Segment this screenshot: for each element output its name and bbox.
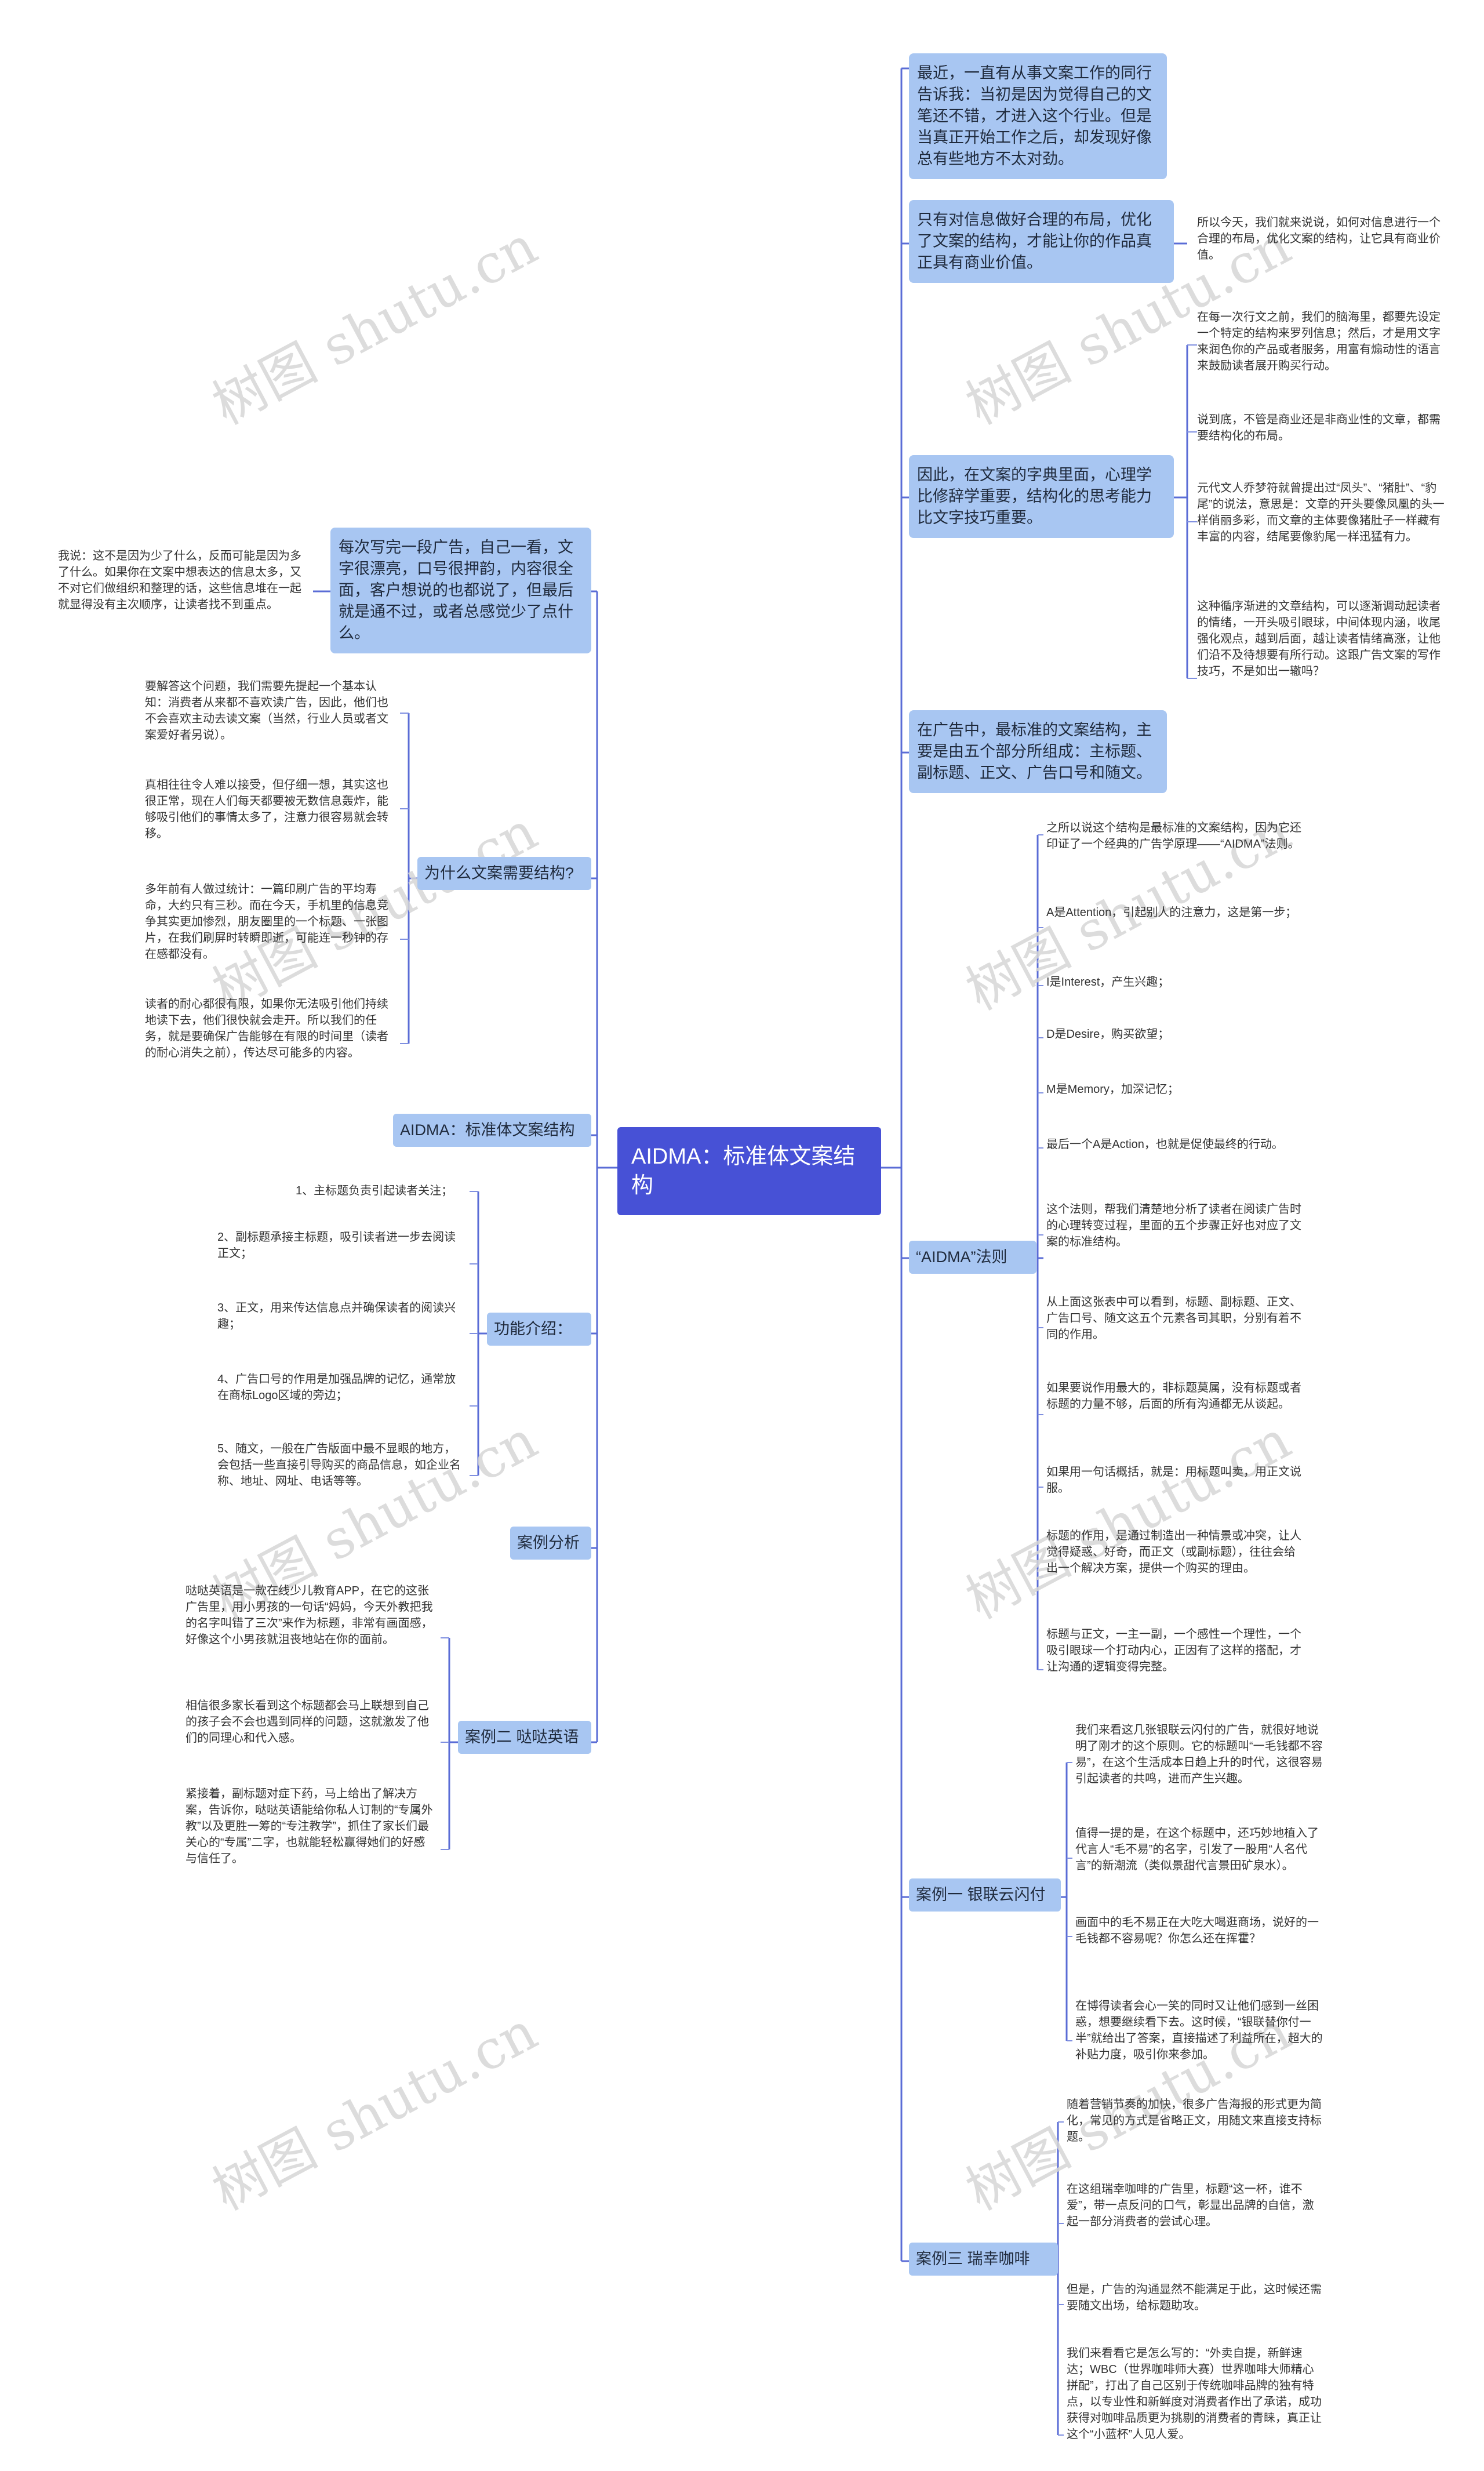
topic-five-parts[interactable]: 在广告中，最标准的文案结构，主要是由五个部分所组成：主标题、副标题、正文、广告口… xyxy=(909,710,1167,793)
watermark: 树图 shutu.cn xyxy=(202,2000,547,2223)
note-aidma-6: 这个法则，帮我们清楚地分析了读者在阅读广告时的心理转变过程，里面的五个步骤正好也… xyxy=(1046,1203,1301,1248)
note-psychology-4: 这种循序渐进的文章结构，可以逐渐调动起读者的情绪，一开头吸引眼球，中间体现内涵，… xyxy=(1197,600,1441,678)
topic-info-layout[interactable]: 只有对信息做好合理的布局，优化了文案的结构，才能让你的作品真正具有商业价值。 xyxy=(909,200,1174,283)
note-functions-2: 3、正文，用来传达信息点并确保读者的阅读兴趣； xyxy=(217,1302,456,1331)
note-case-two-1: 相信很多家长看到这个标题都会马上联想到自己的孩子会不会也遇到同样的问题，这就激发… xyxy=(186,1699,429,1745)
note-why-2: 多年前有人做过统计：一篇印刷广告的平均寿命，大约只有三秒。而在今天，手机里的信息… xyxy=(145,883,388,961)
watermark: 树图 shutu.cn xyxy=(202,214,547,437)
note-aidma-8: 如果要说作用最大的，非标题莫属，没有标题或者标题的力量不够，后面的所有沟通都无从… xyxy=(1046,1382,1301,1411)
note-case-one-3: 在博得读者会心一笑的同时又让他们感到一丝困惑，想要继续看下去。这时候，“银联替你… xyxy=(1075,2000,1323,2061)
root-topic[interactable]: AIDMA：标准体文案结构 xyxy=(617,1127,881,1215)
note-reflection: 我说：这不是因为少了什么，反而可能是因为多了什么。如果你在文案中想表达的信息太多… xyxy=(58,550,301,611)
note-case-two-0: 哒哒英语是一款在线少儿教育APP，在它的这张广告里，用小男孩的一句话“妈妈，今天… xyxy=(186,1585,433,1646)
topic-functions[interactable]: 功能介绍： xyxy=(487,1313,591,1346)
note-functions-0: 1、主标题负责引起读者关注； xyxy=(296,1184,453,1197)
topic-case-analysis[interactable]: 案例分析 xyxy=(510,1527,591,1560)
note-aidma-0: 之所以说这个结构是最标准的文案结构，因为它还印证了一个经典的广告学原理——“AI… xyxy=(1046,822,1301,851)
note-case-three-2: 但是，广告的沟通显然不能满足于此，这时候还需要随文出场，给标题助攻。 xyxy=(1067,2283,1322,2312)
note-functions-3: 4、广告口号的作用是加强品牌的记忆，通常放在商标Logo区域的旁边； xyxy=(217,1373,456,1402)
note-case-two-2: 紧接着，副标题对症下药，马上给出了解决方案，告诉你，哒哒英语能给你私人订制的“专… xyxy=(186,1787,433,1865)
note-case-three-3: 我们来看看它是怎么写的：“外卖自提，新鲜速达；WBC（世界咖啡师大赛）世界咖啡大… xyxy=(1067,2347,1322,2441)
note-info-layout: 所以今天，我们就来说说，如何对信息进行一个合理的布局，优化文案的结构，让它具有商… xyxy=(1197,216,1441,261)
topic-aidma-law[interactable]: “AIDMA”法则 xyxy=(909,1241,1036,1274)
note-aidma-5: 最后一个A是Action，也就是促使最终的行动。 xyxy=(1046,1138,1283,1151)
watermark: 树图 shutu.cn xyxy=(956,1408,1301,1631)
note-aidma-11: 标题与正文，一主一副，一个感性一个理性，一个吸引眼球一个打动内心，正因有了这样的… xyxy=(1046,1628,1301,1673)
topic-why-structure[interactable]: 为什么文案需要结构? xyxy=(417,857,591,890)
topic-aidma-standard[interactable]: AIDMA：标准体文案结构 xyxy=(393,1114,591,1147)
note-why-1: 真相往往令人难以接受，但仔细一想，其实这也很正常，现在人们每天都要被无数信息轰炸… xyxy=(145,779,388,840)
note-psychology-2: 说到底，不管是商业还是非商业性的文章，都需要结构化的布局。 xyxy=(1197,413,1441,442)
topic-case-three[interactable]: 案例三 瑞幸咖啡 xyxy=(909,2243,1058,2276)
topic-intro[interactable]: 最近，一直有从事文案工作的同行告诉我：当初是因为觉得自己的文笔还不错，才进入这个… xyxy=(909,53,1167,179)
note-aidma-3: D是Desire，购买欲望； xyxy=(1046,1028,1170,1041)
note-case-one-1: 值得一提的是，在这个标题中，还巧妙地植入了代言人“毛不易”的名字，引发了一股用“… xyxy=(1075,1827,1319,1872)
note-aidma-9: 如果用一句话概括，就是：用标题叫卖，用正文说服。 xyxy=(1046,1466,1301,1495)
note-why-3: 读者的耐心都很有限，如果你无法吸引他们持续地读下去，他们很快就会走开。所以我们的… xyxy=(145,998,388,1059)
note-psychology-3: 元代文人乔梦符就曾提出过“凤头”、“猪肚”、“豹尾”的说法，意思是：文章的开头要… xyxy=(1197,482,1445,543)
note-functions-1: 2、副标题承接主标题，吸引读者进一步去阅读正文； xyxy=(217,1231,456,1260)
note-case-three-0: 随着营销节奏的加快，很多广告海报的形式更为简化，常见的方式是省略正文，用随文来直… xyxy=(1067,2098,1322,2143)
note-case-three-1: 在这组瑞幸咖啡的广告里，标题“这一杯，谁不爱”，带一点反问的口气，彰显出品牌的自… xyxy=(1067,2183,1314,2228)
note-aidma-10: 标题的作用，是通过制造出一种情景或冲突，让人觉得疑惑、好奇，而正文（或副标题），… xyxy=(1046,1529,1301,1575)
topic-case-one[interactable]: 案例一 银联云闪付 xyxy=(909,1878,1061,1912)
note-psychology-1: 在每一次行文之前，我们的脑海里，都要先设定一个特定的结构来罗列信息；然后，才是用… xyxy=(1197,311,1441,372)
note-case-one-0: 我们来看这几张银联云闪付的广告，就很好地说明了刚才的这个原则。它的标题叫“一毛钱… xyxy=(1075,1724,1323,1785)
note-aidma-4: M是Memory，加深记忆； xyxy=(1046,1083,1179,1096)
note-case-one-2: 画面中的毛不易正在大吃大喝逛商场，说好的一毛钱都不容易呢？你怎么还在挥霍？ xyxy=(1075,1916,1319,1945)
note-aidma-7: 从上面这张表中可以看到，标题、副标题、正文、广告口号、随文这五个元素各司其职，分… xyxy=(1046,1296,1301,1341)
note-aidma-1: A是Attention，引起别人的注意力，这是第一步； xyxy=(1046,906,1297,919)
note-why-0: 要解答这个问题，我们需要先提起一个基本认知：消费者从来都不喜欢读广告，因此，他们… xyxy=(145,680,388,742)
topic-psychology[interactable]: 因此，在文案的字典里面，心理学比修辞学重要，结构化的思考能力比文字技巧重要。 xyxy=(909,455,1174,538)
topic-reflection[interactable]: 每次写完一段广告，自己一看，文字很漂亮，口号很押韵，内容很全面，客户想说的也都说… xyxy=(330,528,591,653)
topic-case-two[interactable]: 案例二 哒哒英语 xyxy=(458,1721,591,1754)
note-aidma-2: I是Interest，产生兴趣； xyxy=(1046,976,1170,989)
note-functions-4: 5、随文，一般在广告版面中最不显眼的地方，会包括一些直接引导购买的商品信息，如企… xyxy=(217,1442,461,1488)
